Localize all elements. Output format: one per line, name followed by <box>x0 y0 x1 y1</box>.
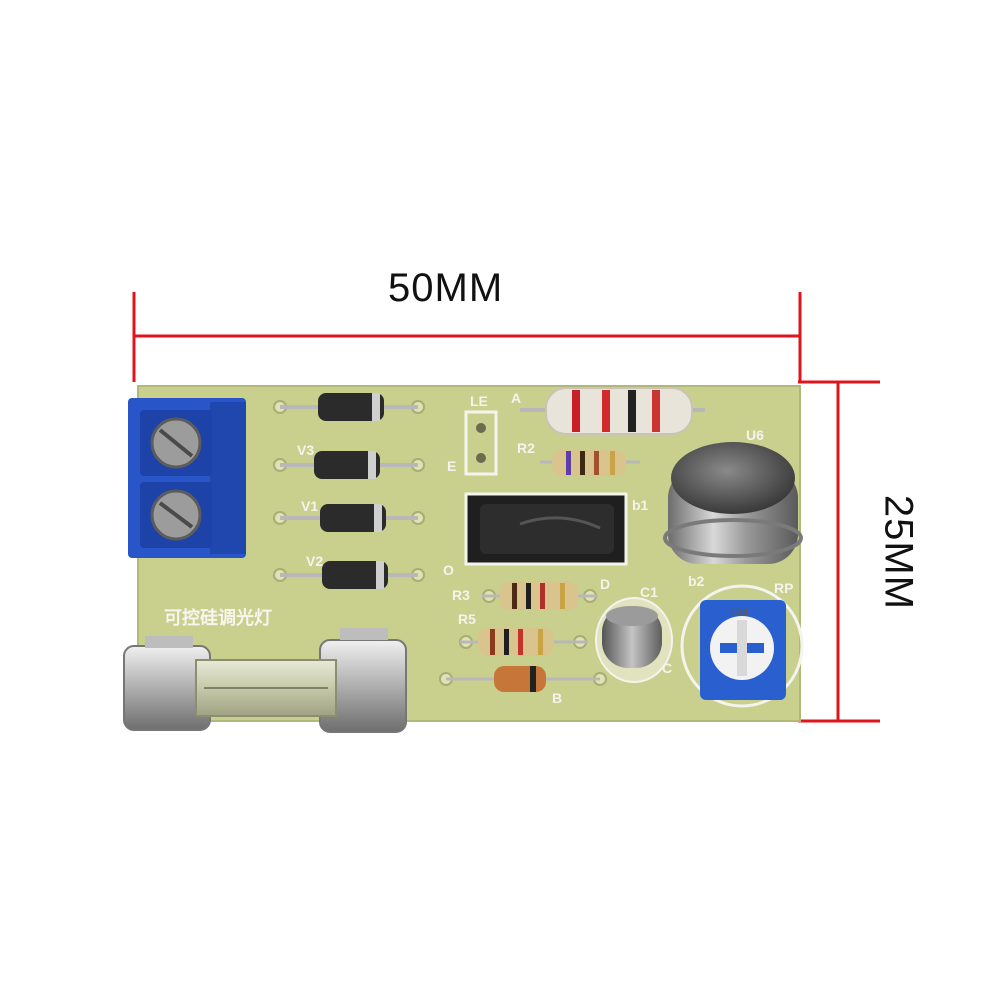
label-rp: RP <box>774 580 794 596</box>
potentiometer <box>680 584 804 708</box>
width-dimension-line <box>132 292 802 382</box>
jumper-outline <box>464 410 498 476</box>
label-le: LE <box>470 393 488 409</box>
label-b: B <box>552 690 563 706</box>
label-r3: R3 <box>452 587 470 603</box>
diode-2 <box>280 451 418 479</box>
label-d: D <box>600 576 611 592</box>
label-a: A <box>511 390 522 406</box>
label-c1: C1 <box>640 584 658 600</box>
label-o: O <box>443 562 454 578</box>
label-r5: R5 <box>458 611 476 627</box>
scr-thyristor <box>464 492 628 566</box>
diode-3 <box>280 504 418 532</box>
label-e: E <box>447 458 457 474</box>
resistor-r2 <box>540 450 640 476</box>
zener-diode <box>446 666 600 692</box>
label-r2: R2 <box>517 440 535 456</box>
label-u6: U6 <box>746 427 764 443</box>
label-v2: V2 <box>306 553 324 569</box>
resistor-r3 <box>482 582 598 610</box>
label-v1: V1 <box>301 498 319 514</box>
diode-array <box>280 393 418 589</box>
diode-1 <box>280 393 418 421</box>
pcb-title-label: 可控硅调光灯 <box>164 608 272 629</box>
electrolytic-capacitor <box>595 597 673 683</box>
height-dimension-line <box>798 380 880 723</box>
label-b2: b2 <box>688 573 705 589</box>
diode-4 <box>280 561 418 589</box>
power-resistor <box>520 387 705 435</box>
terminal-block <box>128 398 246 558</box>
pot-value-label: 104 <box>730 607 749 619</box>
width-dimension-label: 50MM <box>388 266 504 310</box>
label-v3: V3 <box>297 442 315 458</box>
label-c: C <box>662 660 673 676</box>
transistor-can <box>663 442 803 564</box>
label-b1: b1 <box>632 497 649 513</box>
resistor-r5 <box>460 628 588 656</box>
fuse-holder <box>123 628 407 733</box>
